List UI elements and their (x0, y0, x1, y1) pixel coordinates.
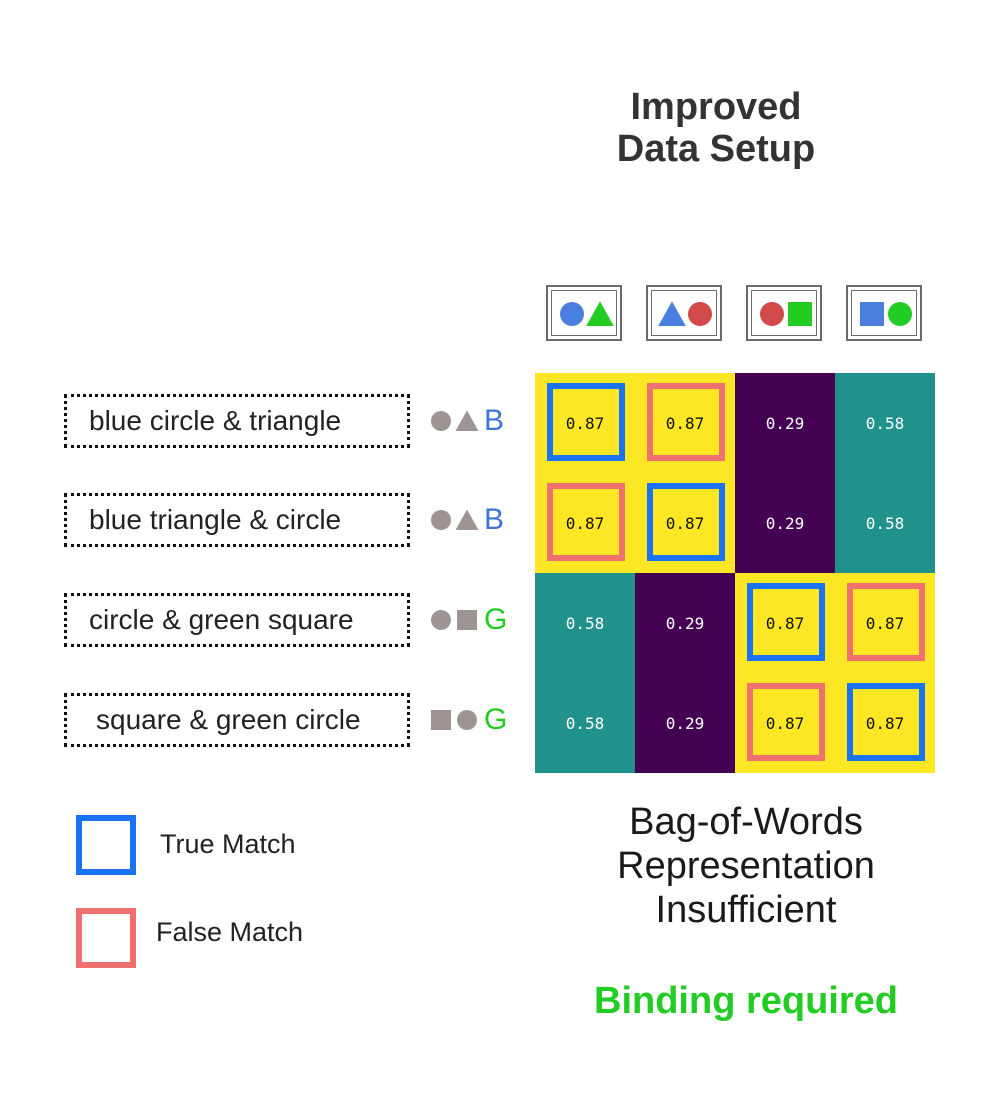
circle-icon (688, 302, 712, 326)
image-thumbnail (646, 285, 722, 341)
color-token-letter: B (484, 503, 505, 537)
thumbnail-shapes (560, 301, 614, 326)
matrix-cell: 0.58 (835, 373, 935, 473)
triangle-icon (455, 410, 479, 432)
circle-icon (888, 302, 912, 326)
matrix-cell: 0.29 (635, 573, 735, 673)
similarity-value: 0.87 (765, 613, 805, 633)
square-icon (860, 302, 884, 326)
similarity-value: 0.29 (765, 413, 805, 433)
matrix-cell: 0.58 (835, 473, 935, 573)
similarity-value: 0.87 (765, 713, 805, 733)
matrix-cell: 0.87 (835, 673, 935, 773)
circle-icon (431, 411, 451, 432)
similarity-value: 0.87 (865, 713, 905, 733)
image-thumbnail (546, 285, 622, 341)
circle-icon (760, 302, 784, 326)
bag-of-words-glyph: G (430, 599, 530, 639)
figure-title: Improved Data Setup (540, 86, 892, 170)
similarity-value: 0.58 (865, 513, 905, 533)
true-match-frame (847, 683, 925, 761)
circle-icon (457, 710, 477, 731)
square-icon (788, 302, 812, 326)
title-line-1: Improved (630, 86, 802, 128)
image-thumbnail (746, 285, 822, 341)
triangle-icon (658, 301, 686, 326)
caption-box: circle & green square (64, 593, 410, 647)
true-match-frame (647, 483, 725, 561)
similarity-value: 0.29 (665, 713, 705, 733)
similarity-value: 0.87 (665, 413, 705, 433)
matrix-cell: 0.29 (635, 673, 735, 773)
caption-box: square & green circle (64, 693, 410, 747)
bag-of-words-glyph: B (430, 499, 530, 539)
similarity-value: 0.87 (665, 513, 705, 533)
verdict-line-2: Representation (617, 845, 875, 887)
similarity-value: 0.87 (565, 513, 605, 533)
similarity-value: 0.58 (565, 713, 605, 733)
false-match-frame (847, 583, 925, 661)
image-thumbnail (846, 285, 922, 341)
similarity-value: 0.87 (865, 613, 905, 633)
true-match-frame (747, 583, 825, 661)
square-icon (431, 710, 451, 731)
triangle-icon (586, 301, 614, 326)
matrix-cell: 0.58 (535, 673, 635, 773)
similarity-value: 0.58 (565, 613, 605, 633)
thumbnail-shapes (760, 302, 812, 326)
true-match-frame (547, 383, 625, 461)
circle-icon (431, 510, 451, 531)
false-match-legend-swatch (76, 908, 136, 968)
matrix-cell: 0.87 (535, 473, 635, 573)
false-match-frame (647, 383, 725, 461)
circle-icon (431, 610, 451, 631)
matrix-cell: 0.87 (735, 673, 835, 773)
thumbnail-frame (651, 290, 717, 336)
thumbnail-frame (551, 290, 617, 336)
similarity-value: 0.29 (665, 613, 705, 633)
bag-of-words-shapes (431, 410, 479, 432)
matrix-cell: 0.58 (535, 573, 635, 673)
similarity-value: 0.29 (765, 513, 805, 533)
matrix-cell: 0.87 (635, 373, 735, 473)
true-match-legend-swatch (76, 815, 136, 875)
color-token-letter: G (484, 603, 508, 637)
circle-icon (560, 302, 584, 326)
verdict-line-1: Bag-of-Words (629, 801, 863, 843)
color-token-letter: B (484, 404, 505, 438)
thumbnail-frame (751, 290, 817, 336)
caption-box: blue circle & triangle (64, 394, 410, 448)
similarity-value: 0.58 (865, 413, 905, 433)
bag-of-words-shapes (431, 610, 477, 631)
caption-box: blue triangle & circle (64, 493, 410, 547)
similarity-matrix: 0.87 0.87 0.29 0.58 0.87 0.87 0.29 0.58 0.58 0.29… (535, 373, 935, 773)
title-line-2: Data Setup (616, 128, 816, 170)
similarity-value: 0.87 (565, 413, 605, 433)
bag-of-words-glyph: G (430, 699, 530, 739)
thumbnail-shapes (658, 301, 712, 326)
square-icon (457, 610, 477, 631)
bag-of-words-shapes (431, 509, 479, 531)
false-match-frame (747, 683, 825, 761)
true-match-legend-label: True Match (160, 829, 296, 859)
bag-of-words-shapes (431, 710, 477, 731)
matrix-cell: 0.29 (735, 373, 835, 473)
color-token-letter: G (484, 703, 508, 737)
matrix-cell: 0.29 (735, 473, 835, 573)
matrix-cell: 0.87 (835, 573, 935, 673)
verdict-text: Bag-of-Words Representation Insufficient (560, 800, 932, 932)
binding-required-text: Binding required (594, 980, 898, 1022)
thumbnail-frame (851, 290, 917, 336)
bag-of-words-glyph: B (430, 400, 530, 440)
matrix-cell: 0.87 (535, 373, 635, 473)
verdict-line-3: Insufficient (655, 889, 837, 931)
matrix-cell: 0.87 (635, 473, 735, 573)
matrix-cell: 0.87 (735, 573, 835, 673)
false-match-legend-label: False Match (156, 917, 304, 947)
thumbnail-shapes (860, 302, 912, 326)
false-match-frame (547, 483, 625, 561)
triangle-icon (455, 509, 479, 531)
